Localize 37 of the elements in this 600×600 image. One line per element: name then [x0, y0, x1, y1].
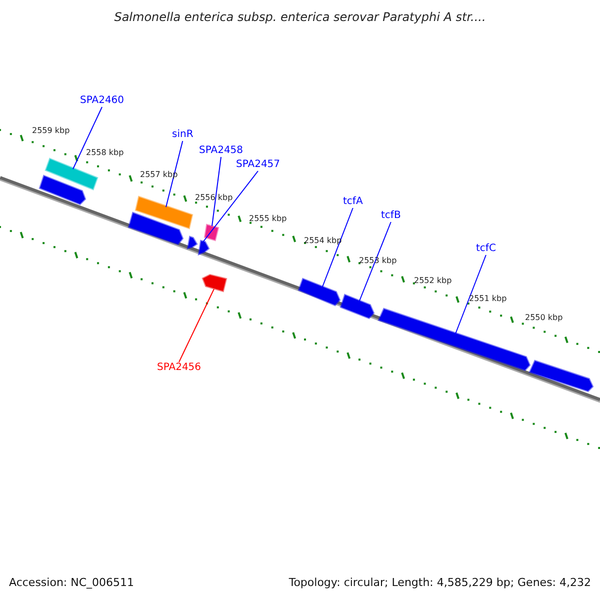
leader-line [212, 156, 222, 226]
scale-label: 2552 kbp [414, 277, 452, 285]
gene-feature [198, 240, 210, 256]
leader-line [322, 208, 354, 288]
scale-label: 2551 kbp [469, 295, 507, 303]
gene-label: SPA2458 [199, 146, 244, 156]
genome-summary-text: Topology: circular; Length: 4,585,229 bp; Genes: 4,232 [288, 577, 591, 588]
gene-feature [186, 236, 198, 250]
gene-feature [134, 196, 194, 230]
title: Salmonella enterica subsp. enterica serovar Paratyphi A str.... [113, 11, 487, 23]
gene-feature [128, 212, 184, 246]
gene-feature [44, 158, 98, 190]
scale-label: 2558 kbp [86, 149, 124, 157]
leader-line [454, 254, 486, 336]
scale-label: 2556 kbp [195, 194, 233, 202]
gene-label: SPA2460 [80, 96, 124, 106]
gene-label: sinR [172, 130, 194, 140]
gene-feature [340, 294, 375, 320]
gene-label: SPA2457 [236, 160, 280, 170]
leader-line [358, 222, 392, 302]
scale-label: 2559 kbp [32, 127, 70, 135]
gene-label: tcfB [381, 211, 401, 221]
accession-text: Accession: NC_006511 [9, 577, 134, 588]
scale-label: 2550 kbp [525, 314, 563, 322]
leader-line [166, 140, 184, 208]
gene-feature [298, 278, 341, 306]
gene-feature [204, 224, 220, 242]
leader-line [178, 288, 214, 362]
gene-label: tcfC [476, 244, 496, 254]
gene-label: tcfA [343, 197, 363, 207]
gene-feature [38, 174, 86, 206]
gene-feature [528, 360, 594, 392]
gene-label: SPA2456 [157, 363, 202, 373]
scale-label: 2555 kbp [249, 215, 287, 223]
leader-line [202, 170, 259, 242]
leader-line [72, 106, 103, 170]
gene-feature [202, 274, 228, 292]
